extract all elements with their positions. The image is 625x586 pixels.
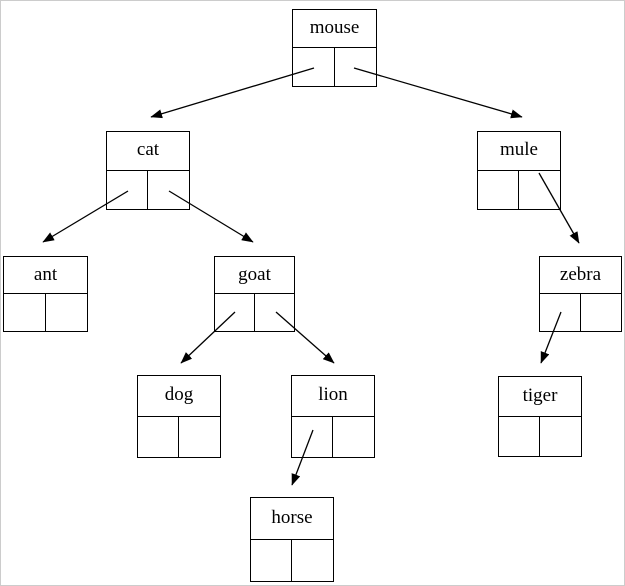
tree-node-pointer-cells	[293, 48, 376, 86]
left-child-pointer-cell[interactable]	[292, 416, 333, 457]
right-child-pointer-cell[interactable]	[335, 48, 377, 86]
tree-node-pointer-cells	[215, 294, 294, 331]
tree-node-pointer-cells	[499, 416, 581, 457]
tree-node-pointer-cells	[540, 294, 621, 331]
tree-node-pointer-cells	[4, 294, 87, 331]
tree-node-label: dog	[138, 376, 220, 417]
tree-node-ant[interactable]: ant	[3, 256, 88, 332]
left-child-pointer-cell[interactable]	[251, 539, 292, 581]
left-child-pointer-cell[interactable]	[478, 170, 519, 209]
tree-node-label: lion	[292, 376, 374, 417]
right-child-pointer-cell[interactable]	[179, 417, 220, 458]
right-child-pointer-cell[interactable]	[148, 171, 189, 210]
tree-node-pointer-cells	[138, 416, 220, 458]
tree-node-label: cat	[107, 132, 189, 171]
tree-edge-mouse-left-to-cat	[150, 67, 315, 119]
right-child-pointer-cell[interactable]	[540, 417, 581, 457]
tree-node-pointer-cells	[251, 539, 333, 582]
left-child-pointer-cell[interactable]	[215, 294, 255, 331]
right-child-pointer-cell[interactable]	[519, 171, 560, 210]
tree-node-cat[interactable]: cat	[106, 131, 190, 210]
tree-node-mouse[interactable]: mouse	[292, 9, 377, 87]
tree-node-label: goat	[215, 257, 294, 294]
left-child-pointer-cell[interactable]	[293, 48, 335, 86]
right-child-pointer-cell[interactable]	[581, 294, 622, 331]
right-child-pointer-cell[interactable]	[46, 294, 88, 331]
tree-node-pointer-cells	[292, 416, 374, 458]
tree-node-pointer-cells	[107, 170, 189, 210]
right-child-pointer-cell[interactable]	[255, 294, 295, 331]
tree-node-label: mule	[478, 132, 560, 171]
tree-node-label: zebra	[540, 257, 621, 294]
left-child-pointer-cell[interactable]	[4, 294, 46, 331]
tree-node-horse[interactable]: horse	[250, 497, 334, 582]
tree-edge-mouse-right-to-mule	[353, 67, 523, 119]
tree-node-dog[interactable]: dog	[137, 375, 221, 458]
left-child-pointer-cell[interactable]	[499, 416, 540, 456]
tree-node-label: mouse	[293, 10, 376, 48]
tree-node-lion[interactable]: lion	[291, 375, 375, 458]
right-child-pointer-cell[interactable]	[333, 417, 374, 458]
tree-node-mule[interactable]: mule	[477, 131, 561, 210]
left-child-pointer-cell[interactable]	[540, 294, 581, 331]
tree-node-label: tiger	[499, 377, 581, 417]
left-child-pointer-cell[interactable]	[107, 170, 148, 209]
tree-node-label: ant	[4, 257, 87, 294]
right-child-pointer-cell[interactable]	[292, 540, 333, 582]
tree-node-zebra[interactable]: zebra	[539, 256, 622, 332]
left-child-pointer-cell[interactable]	[138, 416, 179, 457]
tree-node-goat[interactable]: goat	[214, 256, 295, 332]
tree-node-pointer-cells	[478, 170, 560, 210]
tree-node-tiger[interactable]: tiger	[498, 376, 582, 457]
tree-node-label: horse	[251, 498, 333, 540]
